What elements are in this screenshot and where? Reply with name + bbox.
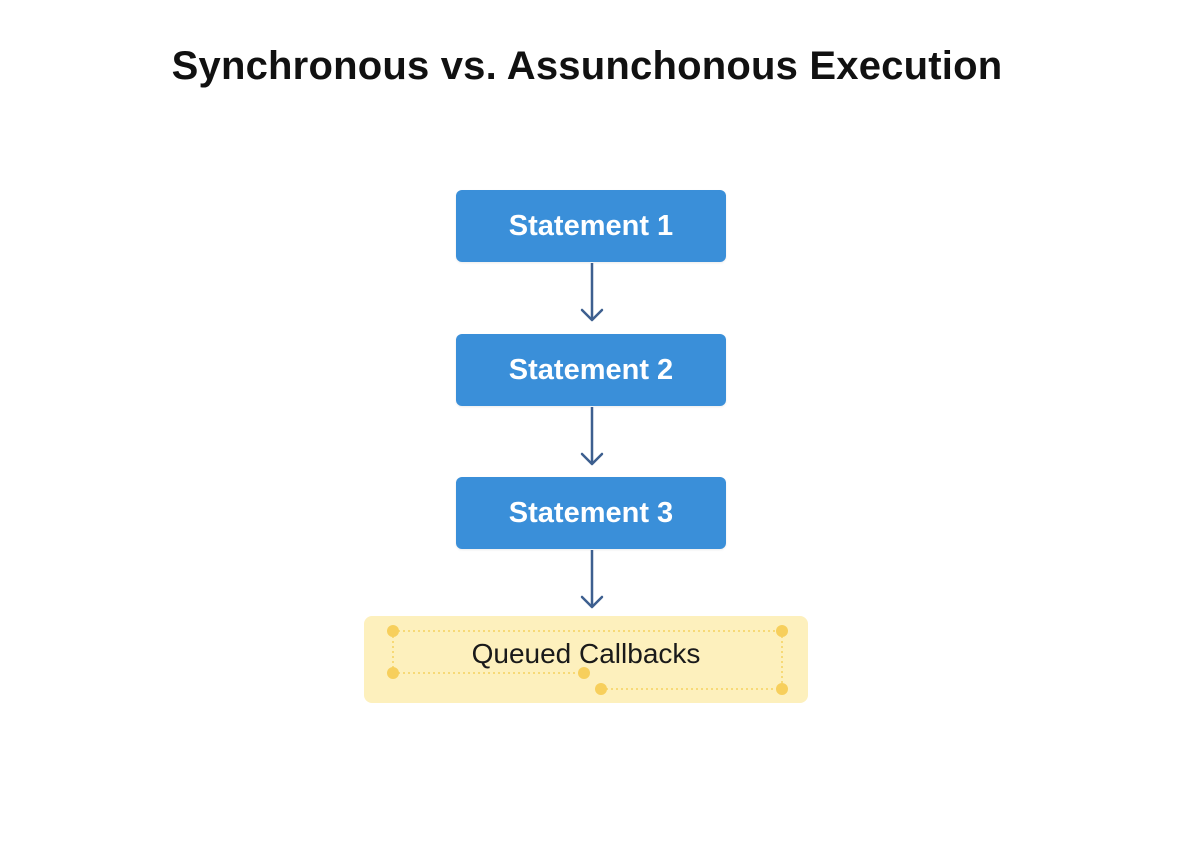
arrow-3-to-queue — [580, 550, 604, 609]
arrow-2-to-3 — [580, 407, 604, 466]
selection-handle-top-left[interactable] — [387, 625, 399, 637]
selection-handle-mid-center[interactable] — [578, 667, 590, 679]
page-title: Synchronous vs. Assunchonous Execution — [171, 44, 1003, 88]
selection-handle-bottom-center[interactable] — [595, 683, 607, 695]
statement-1-box: Statement 1 — [456, 190, 726, 262]
arrow-1-to-2 — [580, 263, 604, 322]
queued-callbacks-label: Queued Callbacks — [471, 638, 701, 669]
selection-handle-bottom-right[interactable] — [776, 683, 788, 695]
statement-2-box: Statement 2 — [456, 334, 726, 406]
selection-handle-mid-left[interactable] — [387, 667, 399, 679]
queue-selection-outline — [392, 630, 783, 690]
selection-handle-top-right[interactable] — [776, 625, 788, 637]
statement-3-box: Statement 3 — [456, 477, 726, 549]
